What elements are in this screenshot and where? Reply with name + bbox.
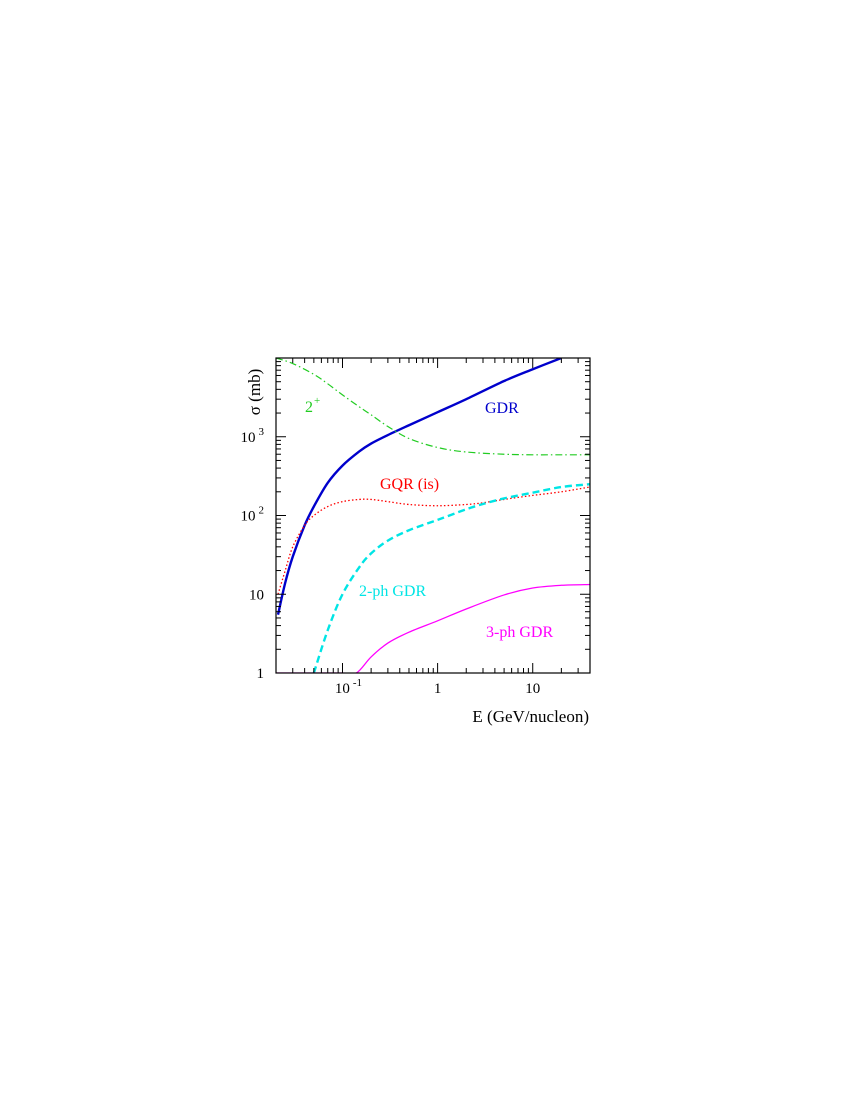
series-curves bbox=[276, 358, 590, 673]
series-line-gqr-is bbox=[277, 486, 590, 595]
series-labels: GDR GQR (is) 2-ph GDR 3-ph GDR 2+ bbox=[305, 395, 553, 641]
axis-ticks bbox=[275, 357, 591, 674]
y-tick-label: 10 bbox=[249, 587, 264, 603]
series-label: 3-ph GDR bbox=[486, 624, 553, 641]
series-label: GDR bbox=[485, 400, 519, 417]
x-tick-labels: 10-1 1 10 bbox=[335, 677, 540, 697]
y-axis-title: σ (mb) bbox=[245, 369, 264, 415]
y-tick-label: 1 bbox=[257, 666, 265, 682]
series-label: 2+ bbox=[305, 395, 320, 416]
x-tick-label: 10 bbox=[525, 681, 540, 697]
series-line-3-ph-gdr bbox=[276, 583, 590, 673]
series-line-2 bbox=[276, 358, 590, 456]
series-line-2-ph-gdr bbox=[312, 482, 590, 673]
series-label: GQR (is) bbox=[380, 476, 439, 493]
series-label: 2-ph GDR bbox=[359, 583, 426, 600]
series-line-gdr bbox=[276, 358, 562, 615]
x-axis-title: E (GeV/nucleon) bbox=[472, 707, 589, 726]
x-tick-label: 10-1 bbox=[335, 677, 362, 697]
x-tick-label: 1 bbox=[434, 681, 442, 697]
